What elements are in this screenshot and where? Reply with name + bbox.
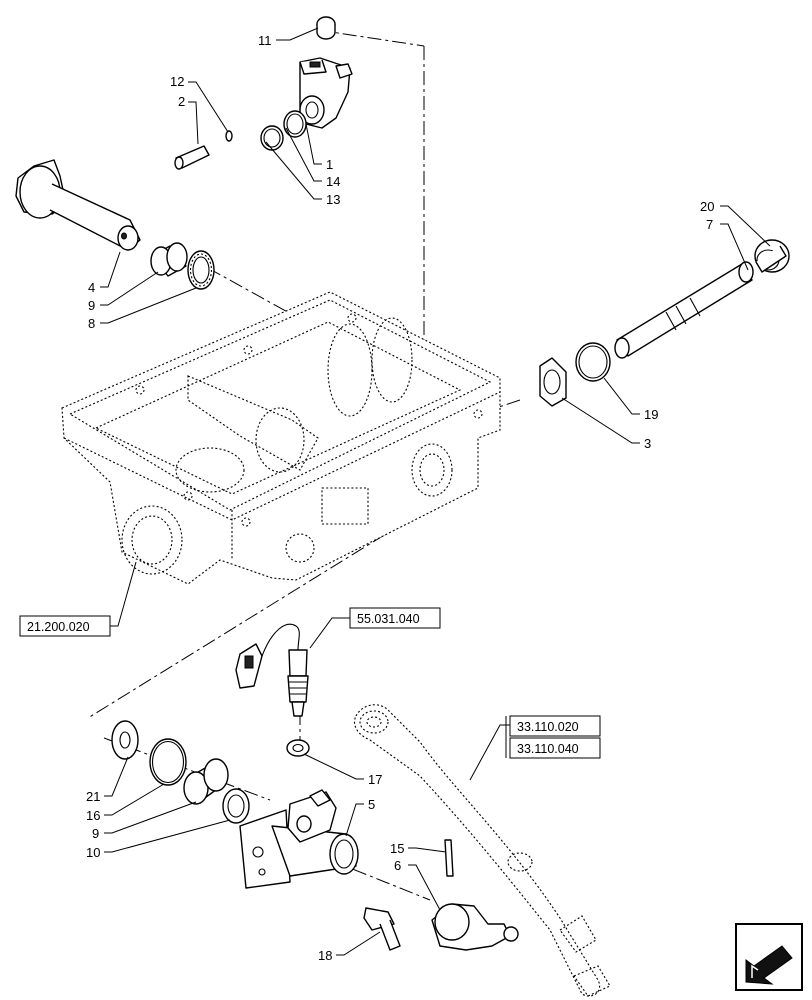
callout-18: 18 [318, 948, 332, 963]
callout-numbers: 11 12 2 1 14 13 4 9 8 20 7 19 3 21 16 9 … [86, 33, 714, 963]
seal-10 [222, 788, 250, 824]
callout-17: 17 [368, 772, 382, 787]
callout-4: 4 [88, 280, 95, 295]
ring-19 [575, 342, 611, 382]
callout-10: 10 [86, 845, 100, 860]
callout-12: 12 [170, 74, 184, 89]
callout-9-lower: 9 [92, 826, 99, 841]
callout-8: 8 [88, 316, 95, 331]
pin-2 [174, 130, 233, 170]
reference-33-110-040[interactable]: 33.110.040 [509, 737, 601, 759]
seal-20 [754, 239, 790, 273]
needle-bearing [187, 250, 215, 290]
clip-3 [539, 357, 567, 407]
callout-13: 13 [326, 192, 340, 207]
washer-21 [111, 720, 139, 760]
lever-6 [431, 903, 519, 951]
lift-link [353, 704, 611, 997]
callout-19: 19 [644, 407, 658, 422]
reference-33-110-020[interactable]: 33.110.020 [509, 715, 601, 737]
callout-11: 11 [258, 33, 272, 48]
bushing-upper [150, 242, 188, 277]
bolt-18 [363, 907, 401, 951]
lift-shaft [15, 159, 141, 251]
navigation-arrow-icon[interactable] [735, 923, 803, 991]
callout-21: 21 [86, 789, 100, 804]
o-ring-16 [149, 738, 187, 786]
callout-16: 16 [86, 808, 100, 823]
pivot-bracket [299, 57, 353, 129]
callout-7: 7 [706, 217, 713, 232]
position-sensor [235, 623, 309, 717]
callout-6: 6 [394, 858, 401, 873]
reference-21-200-020-text: 21.200.020 [27, 620, 90, 634]
lift-housing [61, 291, 501, 585]
reference-21-200-020[interactable]: 21.200.020 [19, 615, 111, 637]
reference-33-110-020-text: 33.110.020 [517, 720, 579, 734]
callout-5: 5 [368, 797, 375, 812]
callout-3: 3 [644, 436, 651, 451]
reference-33-110-040-text: 33.110.040 [517, 742, 579, 756]
reference-55-031-040-text: 55.031.040 [357, 612, 420, 626]
callout-2: 2 [178, 94, 185, 109]
bushing-lower [183, 758, 229, 805]
washer-17 [286, 739, 310, 757]
pin-15 [444, 839, 454, 877]
support-bracket [239, 789, 359, 889]
callout-9-upper: 9 [88, 298, 95, 313]
callout-20: 20 [700, 199, 714, 214]
reference-55-031-040[interactable]: 55.031.040 [349, 607, 441, 629]
callout-15: 15 [390, 841, 404, 856]
callout-1: 1 [326, 157, 333, 172]
callout-14: 14 [326, 174, 340, 189]
spacer-top [316, 16, 336, 40]
leader-lines [100, 27, 771, 956]
right-shaft [614, 261, 754, 359]
